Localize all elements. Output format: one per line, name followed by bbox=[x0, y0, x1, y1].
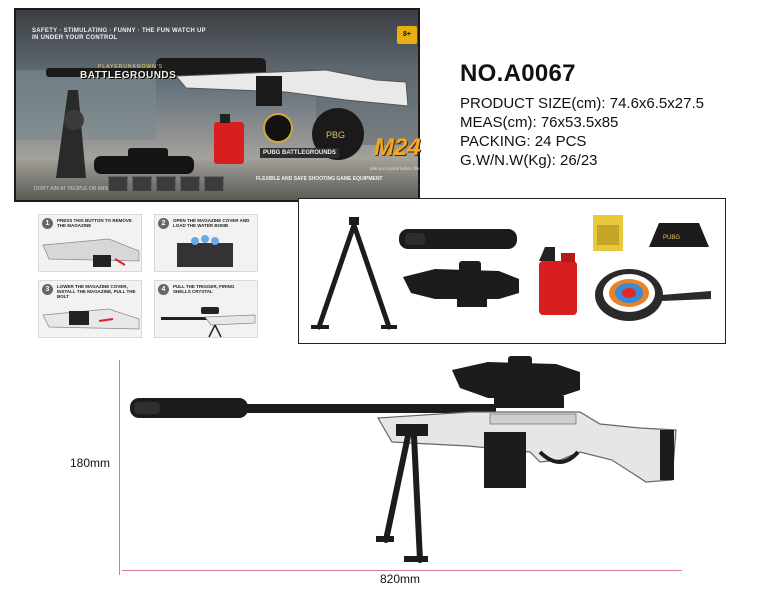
step-number: 1 bbox=[42, 218, 53, 229]
product-size: PRODUCT SIZE(cm): 74.6x6.5x27.5 bbox=[460, 95, 704, 112]
accessories-panel: PUBG bbox=[298, 198, 726, 344]
ammo-bag-icon bbox=[593, 215, 623, 251]
svg-text:PBG: PBG bbox=[326, 130, 345, 140]
step-number: 3 bbox=[42, 284, 53, 295]
age-badge: 8+ bbox=[397, 26, 417, 44]
carton-measurement: MEAS(cm): 76x53.5x85 bbox=[460, 114, 619, 131]
rifle-magazine bbox=[484, 432, 526, 488]
target-pan-icon bbox=[595, 269, 711, 321]
rifle-scope bbox=[452, 356, 580, 408]
bipod-icon bbox=[311, 217, 397, 330]
silencer-icon bbox=[399, 229, 517, 249]
rifle-bipod bbox=[376, 424, 428, 563]
rifle-barrel bbox=[130, 398, 496, 418]
box-subtitle: Manual crystal bullet rifle bbox=[370, 166, 420, 171]
accessories-artwork: PUBG bbox=[311, 215, 711, 330]
height-dimension-line bbox=[119, 360, 120, 575]
feature-icon bbox=[108, 176, 128, 192]
product-box: PBG bbox=[14, 8, 420, 202]
length-dimension-line bbox=[122, 570, 682, 571]
step-illustration bbox=[42, 238, 140, 267]
instruction-step: 3 LOWER THE MAGAZINE COVER, INSTALL THE … bbox=[38, 280, 142, 338]
instruction-steps: 1 PRESS THIS BUTTON TO REMOVE THE MAGAZI… bbox=[38, 214, 282, 344]
feature-icon bbox=[132, 176, 152, 192]
step-illustration bbox=[161, 307, 256, 338]
step-number: 2 bbox=[158, 218, 169, 229]
step-illustration bbox=[177, 235, 233, 267]
packing-quantity: PACKING: 24 PCS bbox=[460, 133, 587, 150]
instruction-step: 1 PRESS THIS BUTTON TO REMOVE THE MAGAZI… bbox=[38, 214, 142, 272]
feature-icon bbox=[156, 176, 176, 192]
gross-net-weight: G.W/N.W(Kg): 26/23 bbox=[460, 152, 598, 169]
box-tagline: SAFETY · STIMULATING · FUNNY · THE FUN W… bbox=[32, 28, 206, 41]
box-description: FLEXIBLE AND SAFE SHOOTING GAME EQUIPMEN… bbox=[256, 176, 383, 182]
step-illustration bbox=[42, 308, 140, 330]
trigger-guard bbox=[538, 450, 580, 464]
feature-icon bbox=[180, 176, 200, 192]
rifle-body bbox=[376, 411, 677, 483]
box-logo-sub: PLAYERUNKNOWN'S bbox=[98, 64, 164, 70]
box-artwork: PBG bbox=[16, 58, 418, 178]
svg-text:PUBG: PUBG bbox=[663, 235, 680, 241]
box-feature-icons bbox=[108, 176, 224, 192]
pubg-tag: PUBG BATTLEGROUNDS bbox=[260, 148, 339, 158]
jerry-can-icon bbox=[539, 247, 577, 315]
box-logo: BATTLEGROUNDS bbox=[80, 70, 177, 81]
scope-icon bbox=[403, 261, 519, 307]
instruction-step: 2 OPEN THE MAGAZINE COVER AND LOAD THE W… bbox=[154, 214, 258, 272]
step-text: PULL THE TRIGGER, FIRING SHELLS CRYSTAL bbox=[173, 284, 235, 294]
step-text: OPEN THE MAGAZINE COVER AND LOAD THE WAT… bbox=[173, 218, 250, 228]
height-dimension-label: 180mm bbox=[70, 456, 111, 470]
model-number: NO.A0067 bbox=[460, 60, 576, 87]
step-text: PRESS THIS BUTTON TO REMOVE THE MAGAZINE bbox=[57, 218, 132, 228]
model-logo: M24 bbox=[374, 134, 421, 161]
feature-icon bbox=[204, 176, 224, 192]
decorative-block-icon: PUBG bbox=[649, 223, 709, 247]
length-dimension-label: 820mm bbox=[380, 572, 421, 586]
step-number: 4 bbox=[158, 284, 169, 295]
product-specs: NO.A0067 PRODUCT SIZE(cm): 74.6x6.5x27.5… bbox=[460, 60, 760, 170]
instruction-step: 4 PULL THE TRIGGER, FIRING SHELLS CRYSTA… bbox=[154, 280, 258, 338]
box-warning: DON'T AIM AT PEOPLE OR ANIMALS bbox=[34, 186, 120, 192]
step-text: LOWER THE MAGAZINE COVER, INSTALL THE MA… bbox=[57, 284, 136, 299]
